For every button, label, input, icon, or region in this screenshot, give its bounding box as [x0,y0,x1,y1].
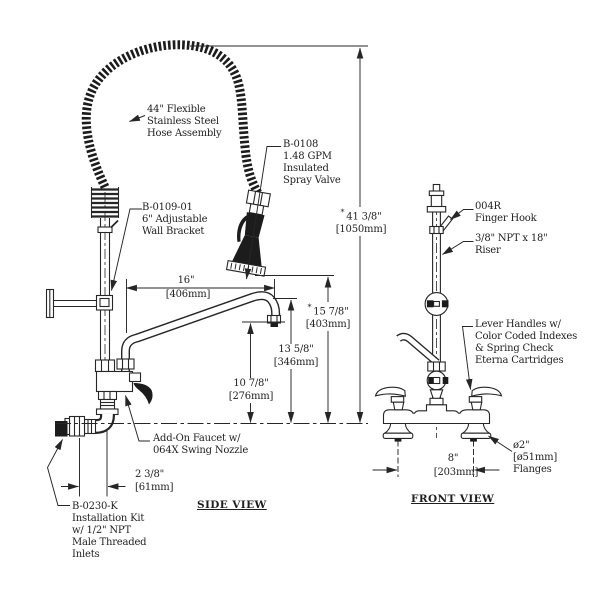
lever-handle-side [133,383,153,405]
dim-13: 13 5/8" [346mm] [269,344,323,369]
dim-41: *41 3/8" [1050mm] [329,207,393,237]
spray-valve-label: B-0108 1.48 GPM Insulated Spray Valve [283,139,341,186]
riser-front [396,183,454,438]
hose-leader [128,114,146,122]
dim-41-mm: [1050mm] [335,223,387,235]
riser-leader [442,241,474,255]
flanges-label: ø2" [ø51mm] Flanges [513,440,558,475]
side-view [45,40,368,506]
front-view-title: FRONT VIEW [411,493,495,505]
kit-leader [46,439,70,506]
bracket-label: B-0109-01 6" Adjustable Wall Bracket [142,202,208,237]
leaders-front [442,209,513,452]
leaders-side [46,114,281,506]
install-kit-label: B-0230-K Installation Kit w/ 1/2" NPT Ma… [72,501,147,560]
addon-faucet-body [94,291,282,405]
dim-10: 10 7/8" [276mm] [224,378,278,403]
inlet-cap [55,421,68,437]
hose-clip [97,226,113,234]
lever-handle-right [471,386,503,397]
addon-faucet-label: Add-On Faucet w/ 064X Swing Nozzle [153,433,249,456]
inlet-kit [55,390,119,437]
dim-13-in: 13 5/8" [278,344,314,355]
spray-handle [237,214,250,242]
side-view-title: SIDE VIEW [197,499,267,511]
wall-bracket [45,288,114,319]
faucet-body-front [374,386,503,442]
dim-10-in: 10 7/8" [233,378,269,389]
addon-leader [125,394,150,442]
hose-spring [90,187,120,218]
dim-2: 2 3/8" [61mm] [135,469,195,494]
spray-head [232,235,262,267]
lever-handle-left [374,386,406,397]
front-view [372,183,513,477]
hook-leader [450,209,474,220]
flange-leader [488,435,513,452]
lever-leader [461,326,473,391]
dim-15-note: * [307,303,312,312]
dim-2-mm: [61mm] [135,481,174,493]
dim-16-in: 16" [177,275,195,286]
flange-right [460,422,492,434]
dim-15-mm: [403mm] [305,318,351,330]
dim-41-note: * [340,208,345,217]
dim-8-mm: [203mm] [433,467,479,478]
dim-15-in: 15 7/8" [313,306,349,318]
bracket-leader [110,208,142,292]
dim-13-mm: [346mm] [273,356,319,368]
hose-label: 44" Flexible Stainless Steel Hose Assemb… [147,104,222,139]
dim-15: *15 7/8" [403mm] [301,302,355,332]
dim-10-mm: [276mm] [228,390,274,402]
riser-label: 3/8" NPT x 18" Riser [475,233,548,256]
flange-left [382,422,414,434]
lever-handles-label: Lever Handles w/ Color Coded Indexes & S… [475,319,578,366]
dimensions-front [372,440,500,477]
spray-leader [244,146,281,280]
dim-16-mm: [406mm] [165,288,211,300]
finger-hook-label: 004R Finger Hook [475,201,537,224]
spray-valve [225,189,271,277]
dim-8-in: 8" [447,453,459,464]
dim-2-in: 2 3/8" [135,469,165,480]
dim-41-in: 41 3/8" [346,211,382,223]
